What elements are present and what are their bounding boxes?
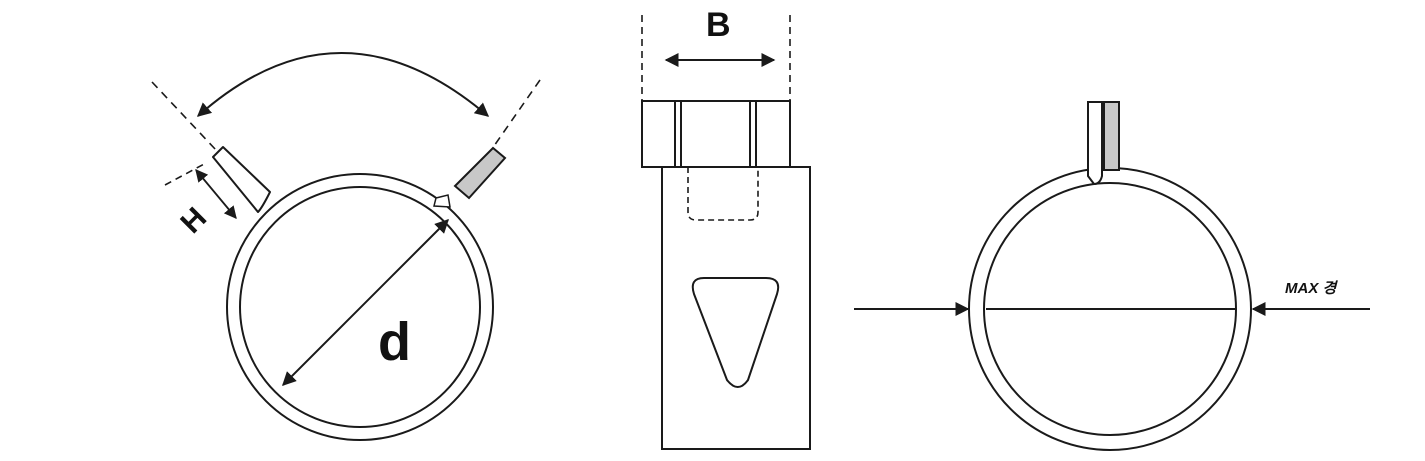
- white-tab: [1087, 101, 1103, 186]
- max-diameter-label: MAX 경: [1285, 280, 1339, 297]
- h-extension-line: [164, 162, 207, 186]
- angle-extension-left: [151, 81, 217, 151]
- right-tab: [453, 146, 507, 200]
- clamp-ring-inner: [239, 186, 481, 428]
- top-band: [641, 100, 791, 168]
- clamp-ring-outer: [226, 173, 494, 441]
- right-view: MAX 경: [854, 101, 1370, 451]
- height-dimension-arrow: [195, 169, 237, 219]
- opening-angle-arc: [196, 52, 490, 117]
- left-tab: [212, 146, 271, 213]
- middle-view: B: [641, 6, 811, 450]
- left-view: H d: [151, 52, 541, 441]
- height-label: H: [174, 201, 213, 240]
- angle-extension-right: [493, 79, 541, 147]
- diameter-label: d: [378, 312, 411, 372]
- gray-tab: [1103, 101, 1120, 171]
- triangular-window: [691, 277, 780, 388]
- hidden-slot: [687, 167, 759, 221]
- diameter-dimension-arrow: [282, 219, 449, 386]
- tab-notch: [433, 194, 451, 208]
- width-label: B: [706, 6, 731, 44]
